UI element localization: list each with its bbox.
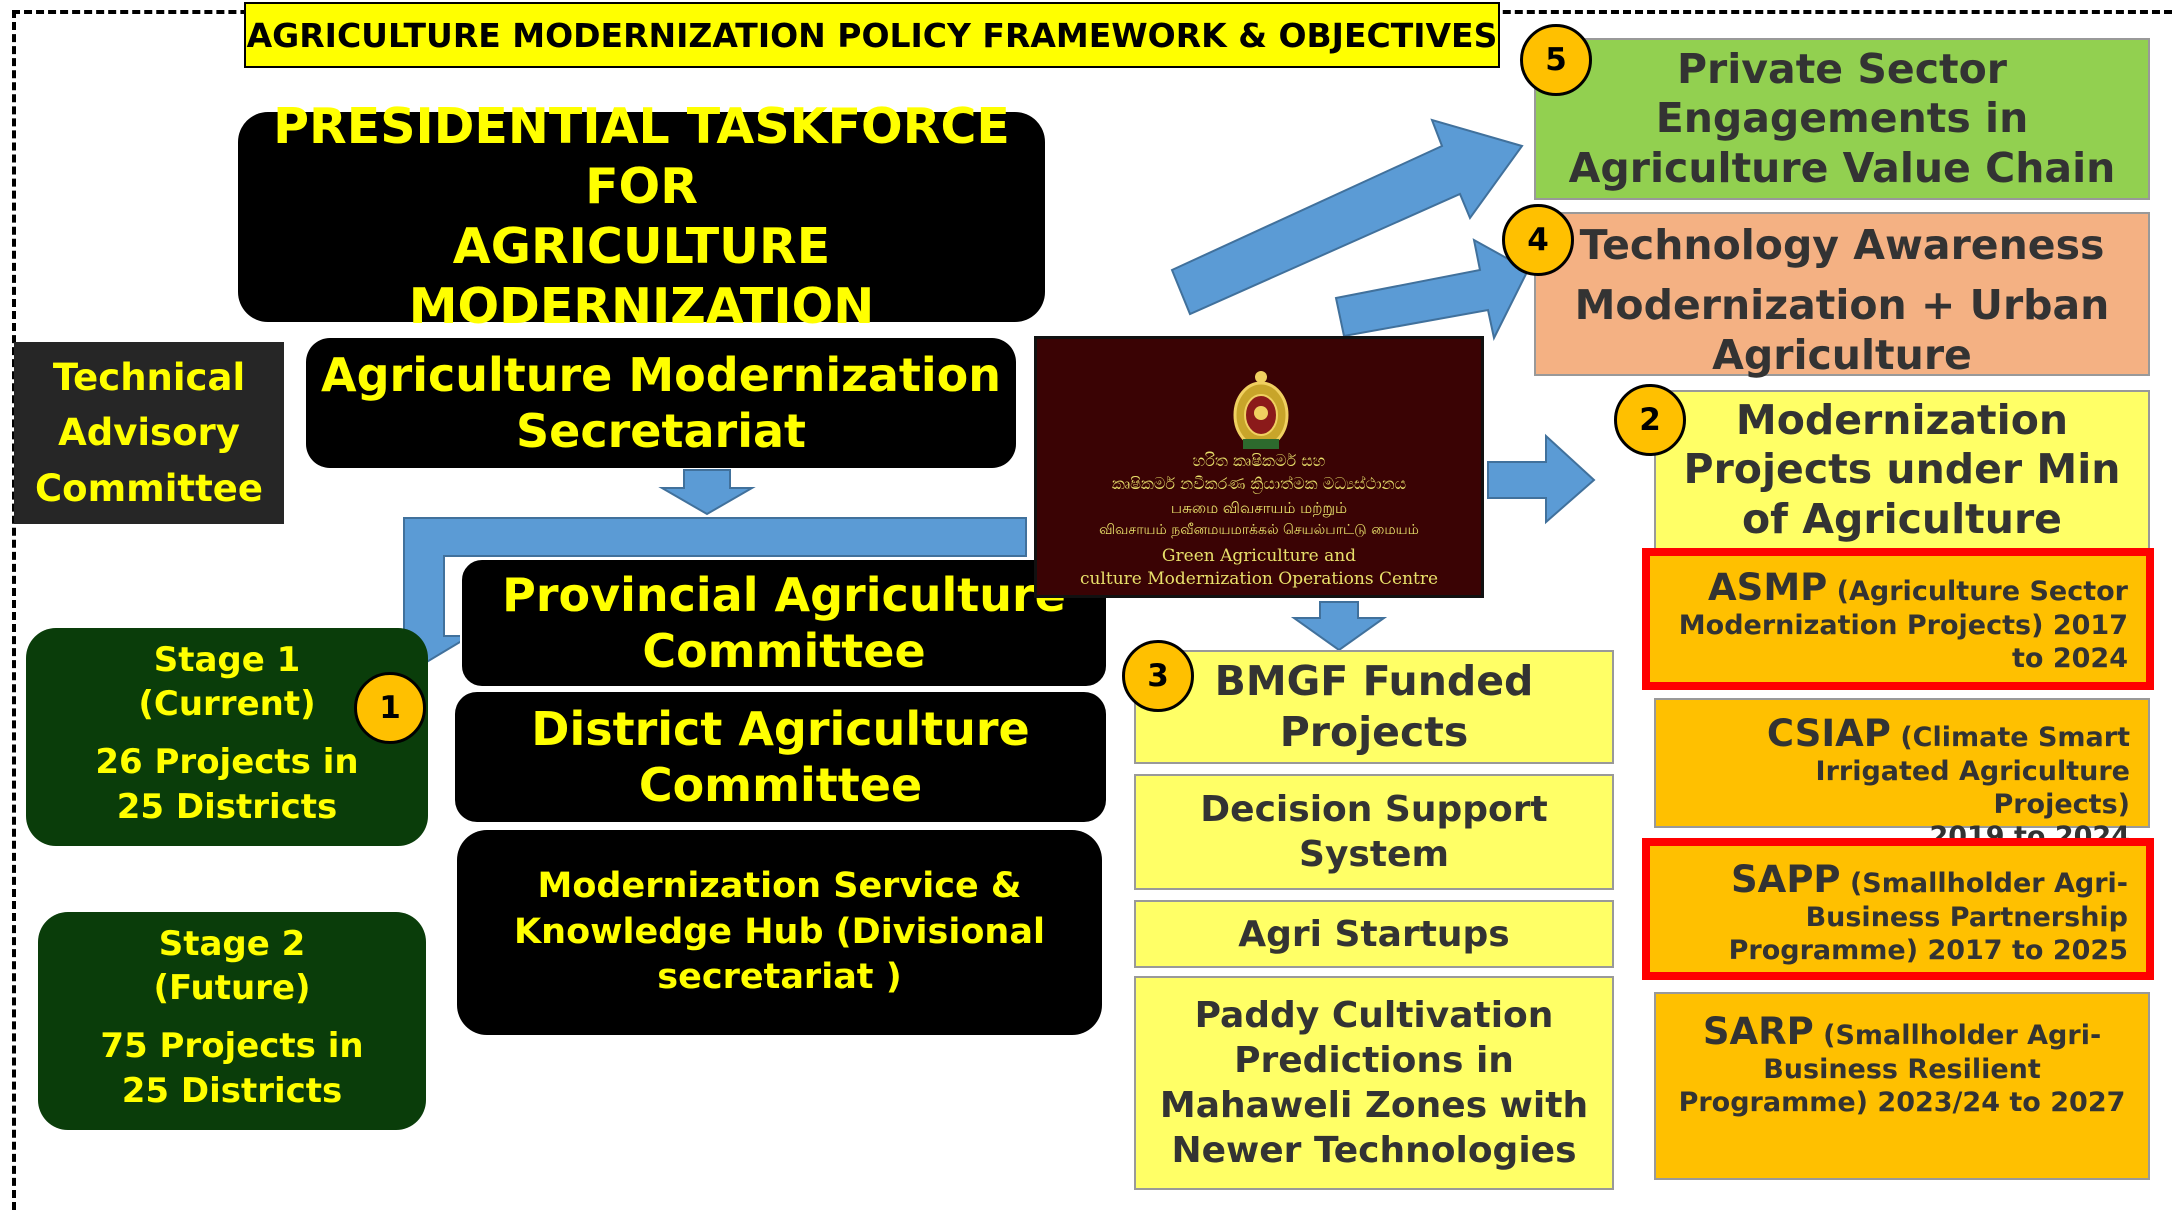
bmgf-line1: BMGF Funded	[1214, 656, 1534, 705]
sri-lanka-emblem-icon	[1233, 371, 1289, 449]
sapp-desc3: Programme) 2017 to 2025	[1728, 934, 2128, 966]
hub-line2: Knowledge Hub (Divisional	[514, 911, 1045, 952]
page-title: AGRICULTURE MODERNIZATION POLICY FRAMEWO…	[244, 2, 1500, 68]
startups-line1: Agri Startups	[1238, 913, 1510, 955]
tech-line2: Modernization + Urban	[1574, 281, 2110, 330]
stage1-line3: 26 Projects in	[95, 742, 359, 783]
sarp-desc1: (Smallholder Agri-	[1813, 1020, 2102, 1051]
secretariat-line2: Secretariat	[516, 404, 806, 458]
provincial-line2: Committee	[642, 624, 926, 678]
arrow-to-technology	[1334, 238, 1530, 341]
sapp-desc2: Business Partnership	[1805, 902, 2128, 934]
emblem-english-line1: Green Agriculture and	[1161, 546, 1357, 566]
knowledge-hub-box: Modernization Service &Knowledge Hub (Di…	[457, 830, 1102, 1035]
provincial-line1: Provincial Agriculture	[502, 567, 1066, 622]
district-line2: Committee	[638, 758, 923, 812]
tac-line2: Advisory	[58, 411, 240, 455]
sarp-desc3: Programme) 2023/24 to 2027	[1678, 1086, 2126, 1118]
paddy-line2: Predictions in	[1234, 1040, 1514, 1081]
arrow-to-stage1	[377, 517, 1027, 674]
secretariat-line1: Agriculture Modernization	[320, 347, 1002, 402]
tac-line1: Technical	[52, 355, 246, 399]
emblem-tamil-line2: விவசாயம் நவீனமயமாக்கல் செயல்பாட்டு மையம்	[1099, 522, 1419, 538]
sarp-box: SARP (Smallholder Agri- Business Resilie…	[1654, 992, 2150, 1180]
stage1-line1: Stage 1	[153, 640, 301, 680]
csiap-desc1: (Climate Smart	[1890, 722, 2130, 753]
asmp-abbr: ASMP	[1708, 566, 1828, 609]
sarp-abbr: SARP	[1702, 1010, 1814, 1053]
number-badge-3: 3	[1122, 640, 1194, 712]
bmgf-line2: Projects	[1279, 708, 1469, 756]
private-line1: Private Sector	[1676, 45, 2008, 94]
modmin-line2: Projects under Min	[1683, 445, 2121, 494]
modmin-line3: of Agriculture	[1741, 494, 2062, 543]
sapp-box: SAPP (Smallholder Agri- Business Partner…	[1642, 838, 2154, 980]
arrow-to-mod-projects	[1487, 433, 1596, 525]
technology-awareness-box: Technology Awareness Modernization + Urb…	[1534, 212, 2150, 379]
number-badge-1: 1	[354, 672, 426, 744]
sapp-desc1: (Smallholder Agri-	[1840, 868, 2128, 899]
stage2-line3: 75 Projects in	[100, 1026, 364, 1067]
number-badge-2: 2	[1614, 384, 1686, 456]
operations-centre-banner: හරිත කෘෂිකර්ම සහ කෘෂිකර්ම නවීකරණ ක්‍රියා…	[1034, 336, 1484, 598]
stage2-box: Stage 2 (Future) 75 Projects in 25 Distr…	[38, 912, 426, 1130]
taskforce-line2: AGRICULTURE MODERNIZATION	[408, 218, 875, 335]
decision-line1: Decision Support	[1200, 789, 1548, 830]
stage2-line4: 25 Districts	[121, 1070, 343, 1111]
stage1-line4: 25 Districts	[116, 786, 338, 827]
paddy-line3: Mahaweli Zones with	[1159, 1085, 1589, 1126]
district-line1: District Agriculture	[531, 701, 1030, 756]
arrow-to-bmgf	[1290, 601, 1388, 652]
emblem-tamil-line1: பசுமை விவசாயம் மற்றும்	[1170, 499, 1348, 517]
emblem-sinhala-line2: කෘෂිකර්ම නවීකරණ ක්‍රියාත්මක මධ්‍යස්ථානය	[1111, 474, 1407, 493]
arrow-to-private-sector	[1170, 118, 1524, 316]
stage1-box: Stage 1 (Current) 26 Projects in 25 Dist…	[26, 628, 428, 846]
emblem-sinhala-line1: හරිත කෘෂිකර්ම සහ	[1192, 451, 1326, 470]
agri-startups-box: Agri Startups	[1134, 900, 1614, 968]
emblem-english-line2: culture Modernization Operations Centre	[1079, 569, 1439, 589]
tech-line3: Agriculture	[1712, 331, 1972, 380]
hub-line1: Modernization Service &	[537, 866, 1022, 907]
asmp-box: ASMP (Agriculture Sector Modernization P…	[1642, 548, 2154, 690]
hub-line3: secretariat )	[657, 957, 902, 998]
decision-line2: System	[1299, 834, 1449, 875]
sarp-desc2: Business Resilient	[1763, 1054, 2041, 1086]
sapp-abbr: SAPP	[1731, 858, 1841, 901]
tac-line3: Committee	[35, 466, 263, 510]
stage1-line2: (Current)	[138, 684, 316, 725]
number-badge-4: 4	[1502, 204, 1574, 276]
paddy-line4: Newer Technologies	[1171, 1130, 1577, 1171]
asmp-desc3: to 2024	[2011, 642, 2128, 674]
csiap-abbr: CSIAP	[1766, 712, 1891, 755]
stage2-line1: Stage 2	[158, 924, 306, 964]
stage2-line2: (Future)	[153, 968, 311, 1009]
private-line3: Agriculture Value Chain	[1568, 143, 2116, 192]
asmp-desc2: Modernization Projects) 2017	[1678, 610, 2128, 642]
arrow-down-secretariat	[658, 469, 756, 516]
paddy-line1: Paddy Cultivation	[1194, 995, 1554, 1036]
tech-line1: Technology Awareness	[1579, 221, 2105, 269]
modmin-line1: Modernization	[1735, 396, 2069, 445]
private-line2: Engagements in	[1655, 94, 2029, 143]
csiap-box: CSIAP (Climate Smart Irrigated Agricultu…	[1654, 698, 2150, 852]
number-badge-5: 5	[1520, 24, 1592, 96]
taskforce-line1: PRESIDENTIAL TASKFORCE FOR	[273, 98, 1010, 216]
asmp-desc1: (Agriculture Sector	[1827, 576, 2128, 607]
csiap-desc2: Irrigated Agriculture Projects)	[1815, 756, 2130, 820]
